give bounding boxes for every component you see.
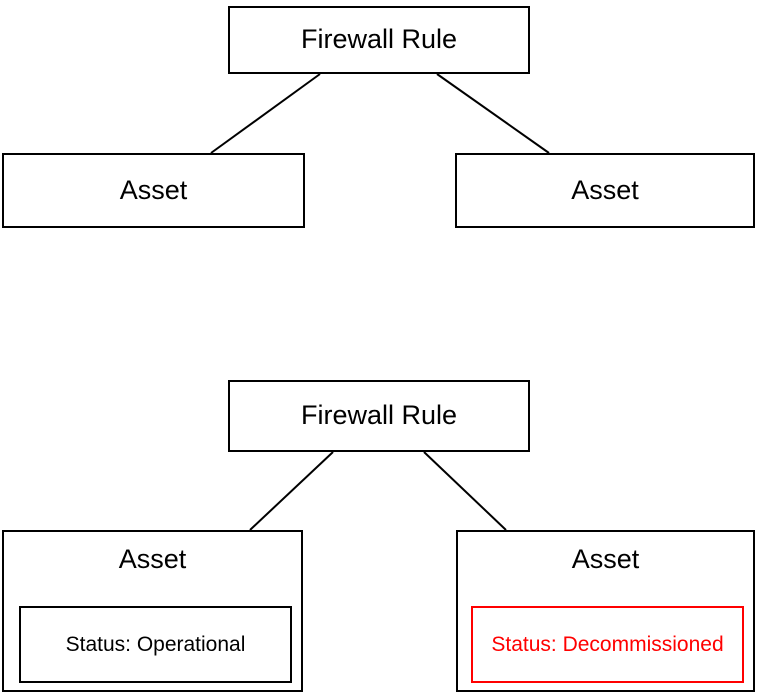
- status-box-operational: Status: Operational: [19, 606, 292, 683]
- connector-line-top-left: [210, 73, 321, 154]
- asset-label: Asset: [571, 544, 640, 574]
- status-box-decommissioned: Status: Decommissioned: [471, 606, 744, 683]
- connector-line-bottom-left: [249, 451, 334, 531]
- asset-node-operational: Asset Status: Operational: [2, 530, 303, 692]
- status-label: Status: Decommissioned: [491, 632, 724, 656]
- asset-label: Asset: [118, 544, 187, 574]
- asset-node-top-left: Asset: [2, 153, 305, 228]
- firewall-rule-node-bottom: Firewall Rule: [228, 380, 530, 452]
- asset-label: Asset: [571, 174, 639, 205]
- firewall-rule-label: Firewall Rule: [300, 24, 458, 55]
- asset-label: Asset: [119, 174, 188, 205]
- connector-line-top-right: [436, 73, 550, 154]
- firewall-rule-node-top: Firewall Rule: [228, 6, 530, 74]
- asset-node-decommissioned: Asset Status: Decommissioned: [456, 530, 755, 692]
- firewall-rule-label: Firewall Rule: [300, 400, 458, 431]
- connector-line-bottom-right: [423, 451, 507, 531]
- asset-node-top-right: Asset: [455, 153, 755, 228]
- status-label: Status: Operational: [65, 632, 246, 656]
